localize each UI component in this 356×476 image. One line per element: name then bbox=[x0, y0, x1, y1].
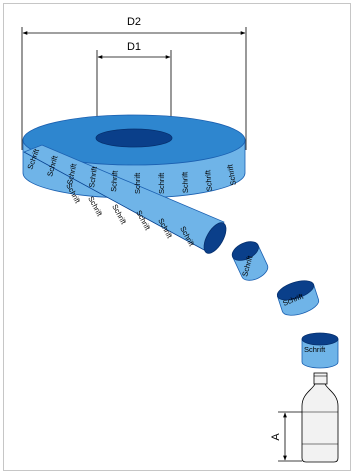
sleeve-label-text: Schrift bbox=[203, 169, 214, 192]
sleeve-label-text: Schrift bbox=[180, 171, 190, 193]
sleeve-label-text: Schrift bbox=[86, 195, 104, 219]
d2-label: D2 bbox=[127, 16, 141, 28]
dimension-a: A bbox=[270, 411, 302, 462]
sleeve-tube bbox=[23, 144, 227, 254]
sleeve-label-text: Schrift bbox=[87, 165, 99, 188]
sleeve-on-bottle: Schrift bbox=[301, 332, 339, 369]
cut-sleeve-2: Schrift bbox=[276, 280, 320, 316]
sleeve-label-text: Schrift bbox=[157, 172, 166, 194]
d1-label: D1 bbox=[127, 41, 141, 53]
dimension-d2: D2 bbox=[21, 16, 247, 150]
a-label: A bbox=[270, 433, 282, 441]
bottle bbox=[301, 372, 339, 463]
sleeve-label-text: Schrift bbox=[304, 345, 326, 354]
cut-sleeve-1: Schrift bbox=[231, 241, 269, 281]
diagram-frame bbox=[3, 3, 351, 471]
sleeve-label-text: Schrift bbox=[109, 169, 120, 192]
sleeve-label-text: Schrift bbox=[225, 163, 238, 186]
sleeve-roll bbox=[22, 114, 246, 199]
sleeve-label-text: Schrift bbox=[133, 172, 142, 194]
